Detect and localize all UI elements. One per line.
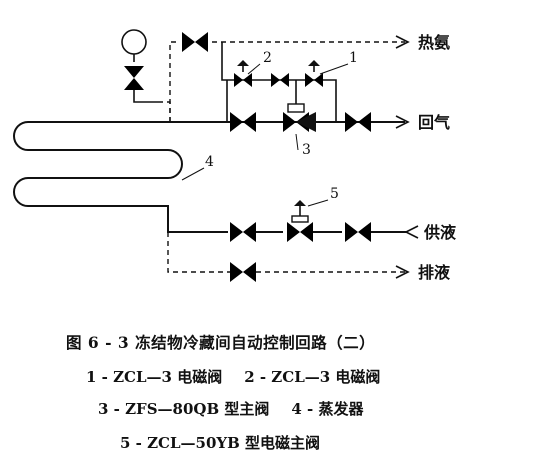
solenoid-main-valve-5 [287, 200, 313, 242]
caption-legend-row-3: 5 - ZCL—50YB 型电磁主阀 [120, 432, 550, 453]
hot-ammonia-line-left [169, 41, 178, 122]
drain-stop-valve [230, 262, 256, 282]
gauge-dash-line [158, 101, 171, 122]
hot-ammonia-arrow [395, 35, 410, 49]
return-gas-arrow [395, 115, 410, 129]
evaporator-coil [13, 121, 228, 233]
callout-2: 2 [263, 50, 272, 66]
figure-caption-title: 图 6 - 3 冻结物冷藏间自动控制回路（二） [66, 333, 376, 352]
return-stop-valve-left [230, 112, 256, 132]
gauge-stop-valve [124, 66, 144, 90]
label-liquid-drain: 排液 [418, 263, 451, 282]
liquid-supply-stop-valve-right [345, 222, 371, 242]
drain-arrow [395, 265, 410, 279]
callout-1: 1 [349, 50, 358, 66]
solenoid-valve-mid [271, 73, 289, 87]
pressure-gauge [121, 29, 147, 62]
legend-item-3: 3 - ZFS—80QB 型主阀 [98, 400, 270, 418]
callout-4: 4 [205, 154, 214, 170]
label-hot-ammonia: 热氨 [418, 33, 450, 52]
caption-legend-row-2: 3 - ZFS—80QB 型主阀 4 - 蒸发器 [98, 398, 550, 419]
drain-line-left [167, 232, 230, 273]
label-liquid-supply: 供液 [423, 223, 457, 242]
legend-item-5: 5 - ZCL—50YB 型电磁主阀 [120, 434, 321, 452]
legend-item-4: 4 - 蒸发器 [291, 400, 364, 418]
legend-item-2: 2 - ZCL—3 电磁阀 [244, 368, 381, 386]
gauge-line [133, 90, 158, 103]
main-valve-3 [283, 103, 316, 132]
hot-ammonia-valve [182, 32, 208, 52]
callout-3: 3 [302, 142, 311, 158]
solenoid-valve-1 [305, 73, 323, 87]
legend-item-1: 1 - ZCL—3 电磁阀 [86, 368, 223, 386]
return-stop-valve-right [345, 112, 371, 132]
liquid-supply-arrow [404, 225, 419, 239]
label-return-gas: 回气 [418, 113, 450, 132]
solenoid-valve-2 [234, 73, 252, 87]
callout-5: 5 [330, 186, 339, 202]
liquid-supply-stop-valve-left [230, 222, 256, 242]
caption-legend-row-1: 1 - ZCL—3 电磁阀 2 - ZCL—3 电磁阀 [86, 366, 550, 387]
refrigeration-control-diagram: 热氨 2 1 3 回气 4 [13, 29, 457, 282]
